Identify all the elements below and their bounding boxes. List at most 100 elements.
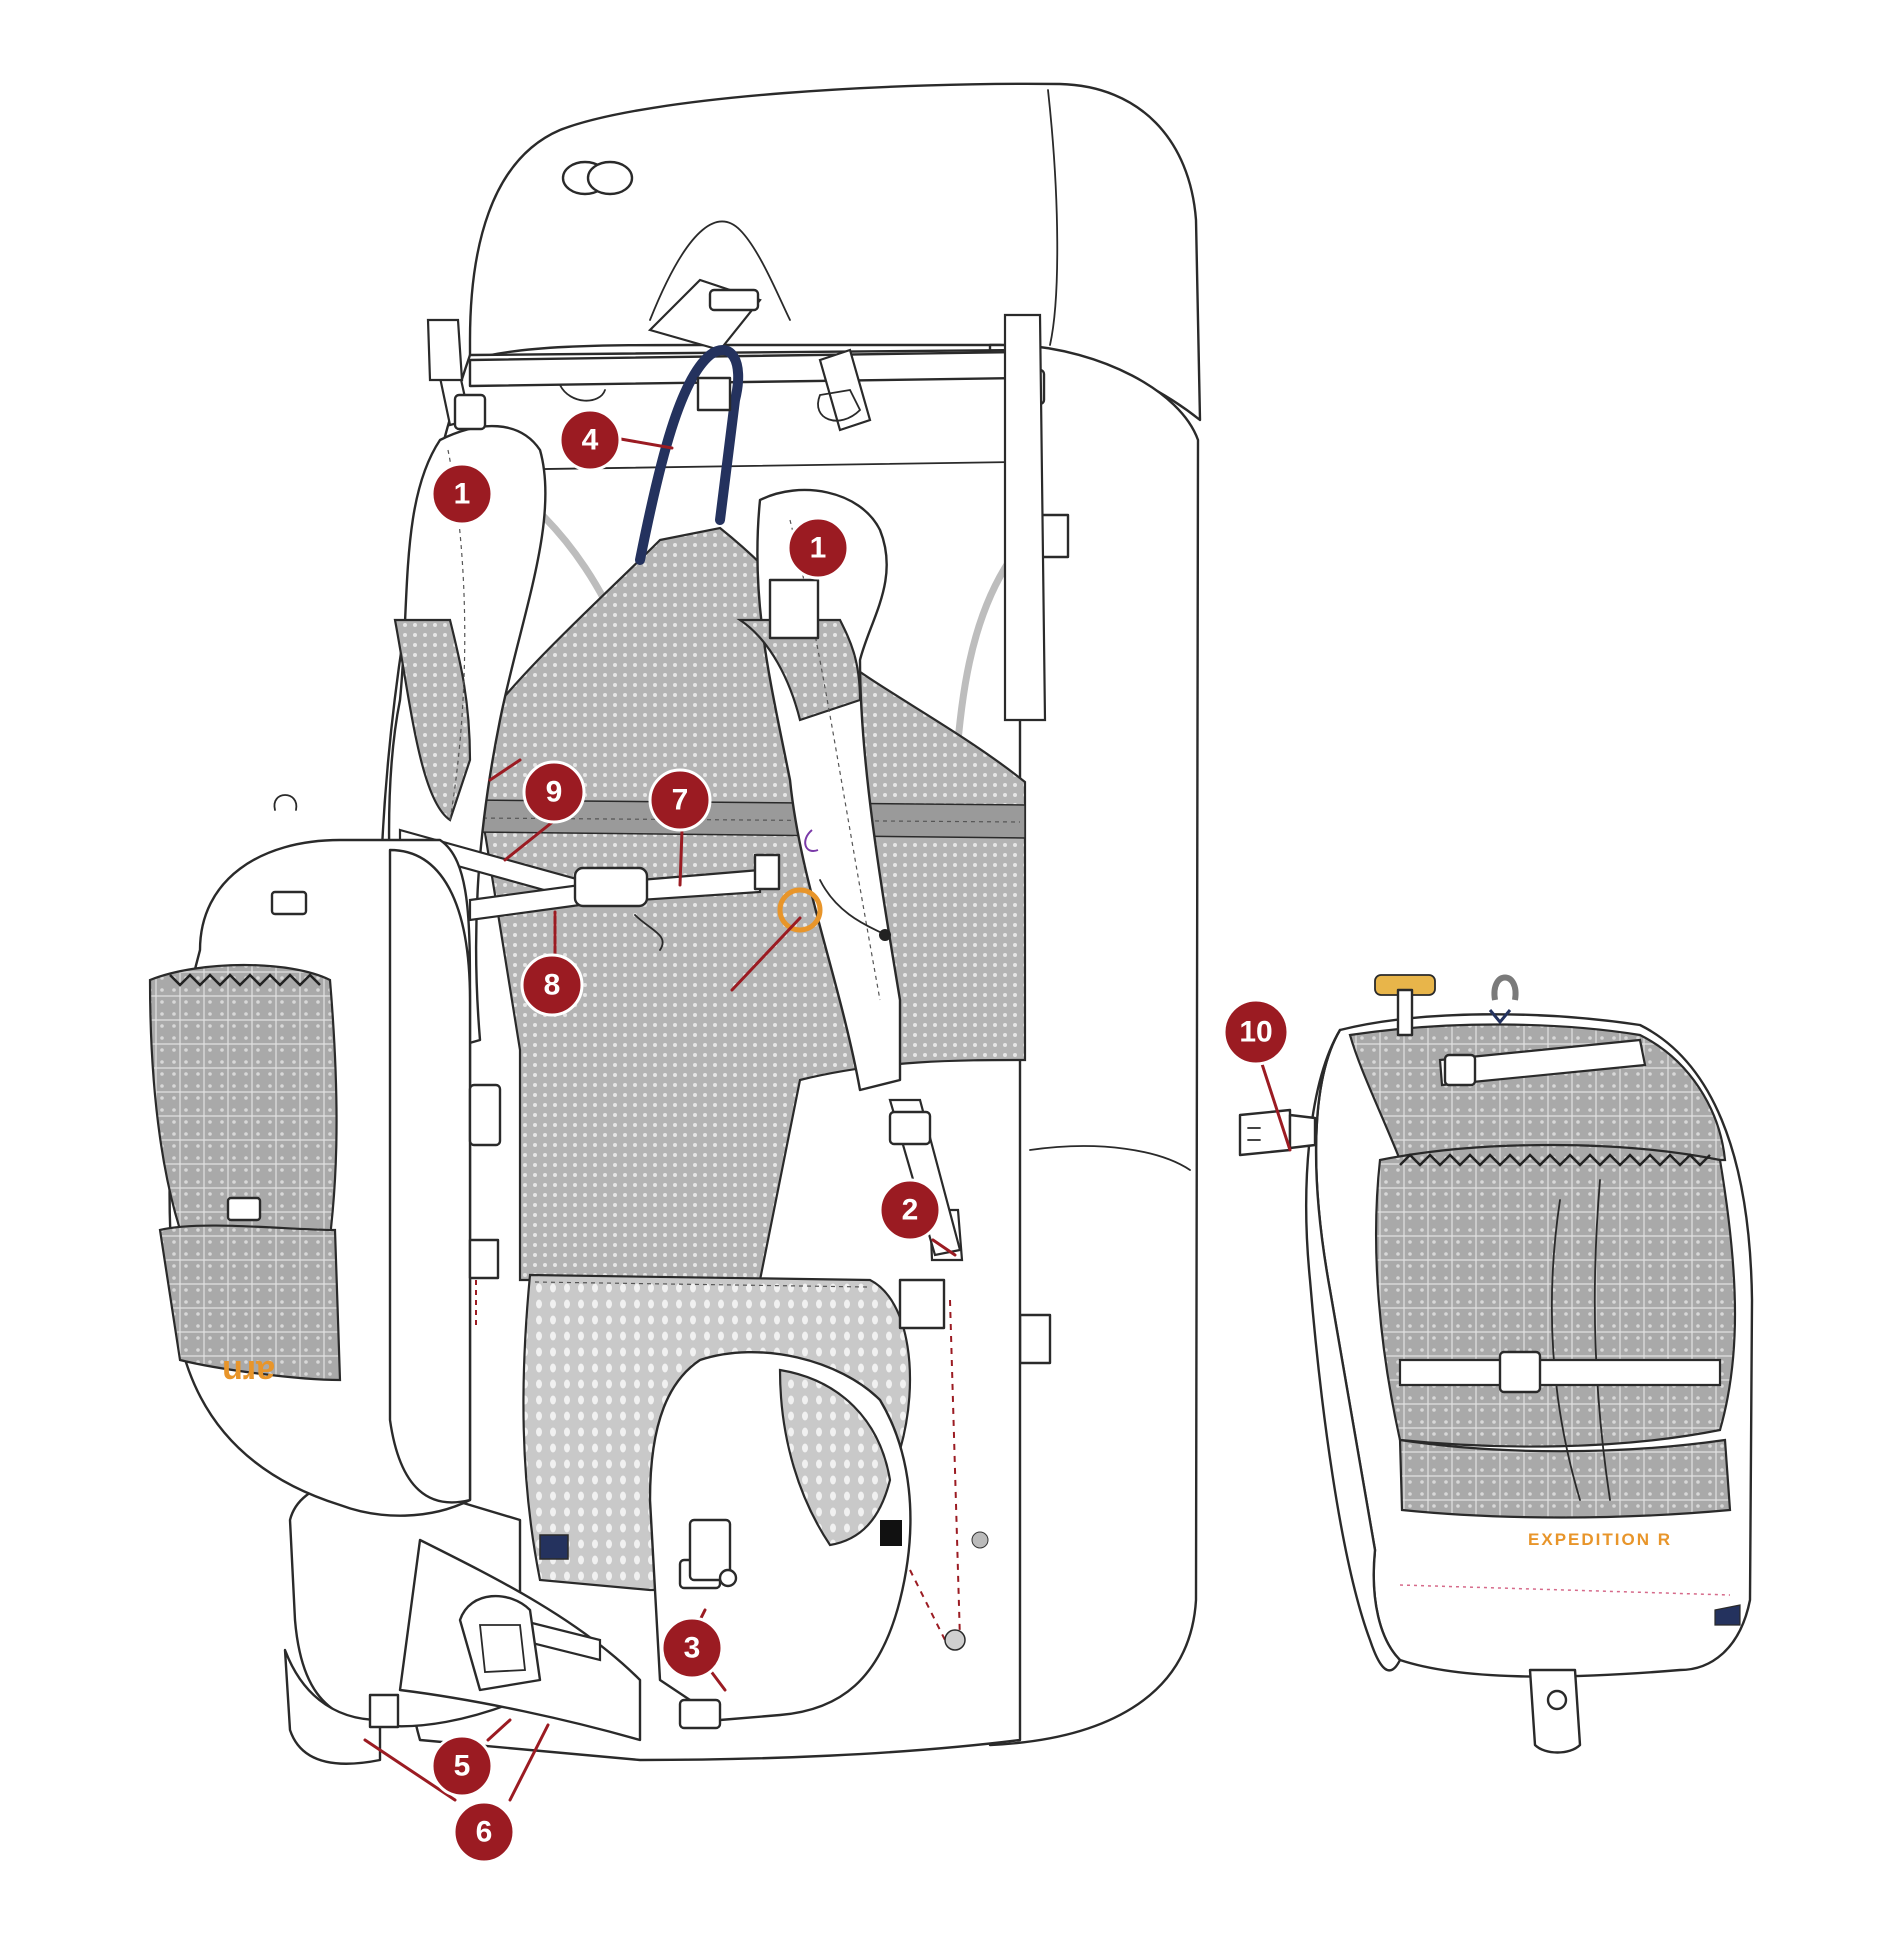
daypack-bottom-tab [1528, 1668, 1582, 1754]
callout-9-label: 9 [546, 776, 563, 809]
daypack-lower-mesh [1398, 1438, 1732, 1519]
lid-ring-right [586, 160, 634, 196]
daypack-zip-pull [1488, 1009, 1512, 1025]
sternum-buckle [573, 866, 649, 908]
side-pocket-front [388, 848, 472, 1504]
callout-2-label: 2 [902, 1194, 919, 1227]
leader-7 [678, 828, 684, 887]
daypack-zipper [1399, 1153, 1711, 1167]
daypack-center-seam-2 [1593, 1179, 1611, 1501]
hip-belt-navy-tab [539, 1534, 569, 1560]
hip-adjust-buckle-lower [678, 1698, 722, 1730]
lid-seam [1047, 89, 1059, 346]
side-pocket-zipper [169, 973, 321, 987]
side-pocket-side-buckle [468, 1083, 502, 1147]
buckle-top-left [453, 393, 487, 431]
callout-6: 6 [452, 1800, 516, 1864]
side-pocket-buckle-top [270, 890, 308, 916]
callout-1-right-label: 1 [810, 532, 827, 565]
callout-2: 2 [878, 1178, 942, 1242]
whistle [634, 914, 664, 951]
d-ring-left [559, 384, 606, 402]
strap-label-patch [768, 578, 820, 640]
daypack: EXPEDITION R [1238, 974, 1754, 1754]
callout-9: 9 [522, 760, 586, 824]
daypack-bottom-grommet [1546, 1689, 1568, 1711]
right-strap-stitch [789, 519, 881, 1001]
hip-strap-tab [368, 1693, 400, 1729]
callout-4-label: 4 [582, 424, 599, 457]
daypack-stitch-line [1399, 1584, 1731, 1596]
side-loop-upper [1038, 513, 1070, 559]
hip-gear-loop [688, 1518, 732, 1582]
callout-7: 7 [648, 768, 712, 832]
callout-5-label: 5 [454, 1750, 471, 1783]
leader-3-down [708, 1668, 727, 1692]
daypack-side [1305, 1028, 1402, 1672]
daypack-top-strap [1438, 1038, 1647, 1087]
leader-10 [1260, 1062, 1292, 1152]
daypack-center-seam [1550, 1199, 1581, 1501]
callout-8-label: 8 [544, 969, 561, 1002]
sternum-slider [753, 853, 781, 891]
daypack-top-buckle [1443, 1053, 1477, 1087]
daypack-hang-loop [1491, 974, 1519, 1001]
lower-side-buckle [888, 1110, 932, 1146]
callout-1-left-label: 1 [454, 478, 471, 511]
daypack-handle-post [1396, 988, 1414, 1037]
compression-strap-left [426, 318, 464, 382]
callout-4: 4 [558, 408, 622, 472]
hip-strap-end [283, 1648, 382, 1765]
side-pocket-detached: arn [148, 794, 502, 1765]
leader-9-a [488, 758, 522, 782]
left-strap-stitch [447, 449, 466, 821]
right-strap-mesh [736, 618, 862, 722]
callout-10-label: 10 [1239, 1016, 1272, 1049]
daypack-side-buckle-grip [1247, 1127, 1261, 1141]
zip-pull [971, 1531, 989, 1549]
callouts: 1 1 2 3 4 5 6 7 [430, 408, 1290, 1864]
daypack-compression-strap [1398, 1358, 1722, 1387]
side-pocket-lower-mesh [158, 1224, 342, 1382]
callout-8: 8 [520, 953, 584, 1017]
bite-valve [879, 929, 891, 941]
daypack-side-buckle-tongue [1288, 1113, 1317, 1150]
callout-1-right: 1 [786, 516, 850, 580]
daypack-label: EXPEDITION R [1528, 1530, 1672, 1549]
hydration-tube [635, 345, 744, 565]
tube-clip [696, 376, 732, 412]
daypack-side-zip-pull [1714, 1604, 1741, 1626]
callout-3: 3 [660, 1616, 724, 1680]
d-ring [817, 389, 862, 422]
side-pocket-loop [273, 794, 298, 811]
daypack-side-buckle [1238, 1108, 1292, 1157]
side-pocket-buckle [226, 1196, 262, 1222]
hydration-port [777, 887, 823, 933]
callout-6-label: 6 [476, 1816, 493, 1849]
callout-10: 10 [1222, 998, 1290, 1066]
upper-frame-line [479, 461, 1016, 471]
daypack-mid-mesh [1375, 1143, 1737, 1448]
side-seam-lower [1029, 1145, 1191, 1171]
leader-5 [486, 1718, 512, 1742]
compression-cord [949, 1299, 961, 1641]
small-loop [804, 829, 819, 852]
hip-buckle-inner [478, 1624, 527, 1673]
haul-buckle [708, 288, 760, 312]
cord-lock [944, 1629, 966, 1651]
leader-6-right [508, 1723, 550, 1802]
leader-port [730, 916, 802, 992]
side-loop-lower [1018, 1313, 1052, 1365]
hip-buckle [458, 1595, 542, 1692]
cord-tab [898, 1278, 946, 1330]
compression-cord-2 [909, 1569, 946, 1641]
hip-belt-right-mesh [778, 1368, 892, 1547]
daypack-strap-buckle [1498, 1350, 1542, 1394]
callout-3-label: 3 [684, 1632, 701, 1665]
leader-9 [503, 818, 557, 862]
compression-strap-right [1003, 313, 1047, 722]
leader-2 [931, 1238, 957, 1257]
hip-pocket-logo: arn [222, 1353, 275, 1391]
